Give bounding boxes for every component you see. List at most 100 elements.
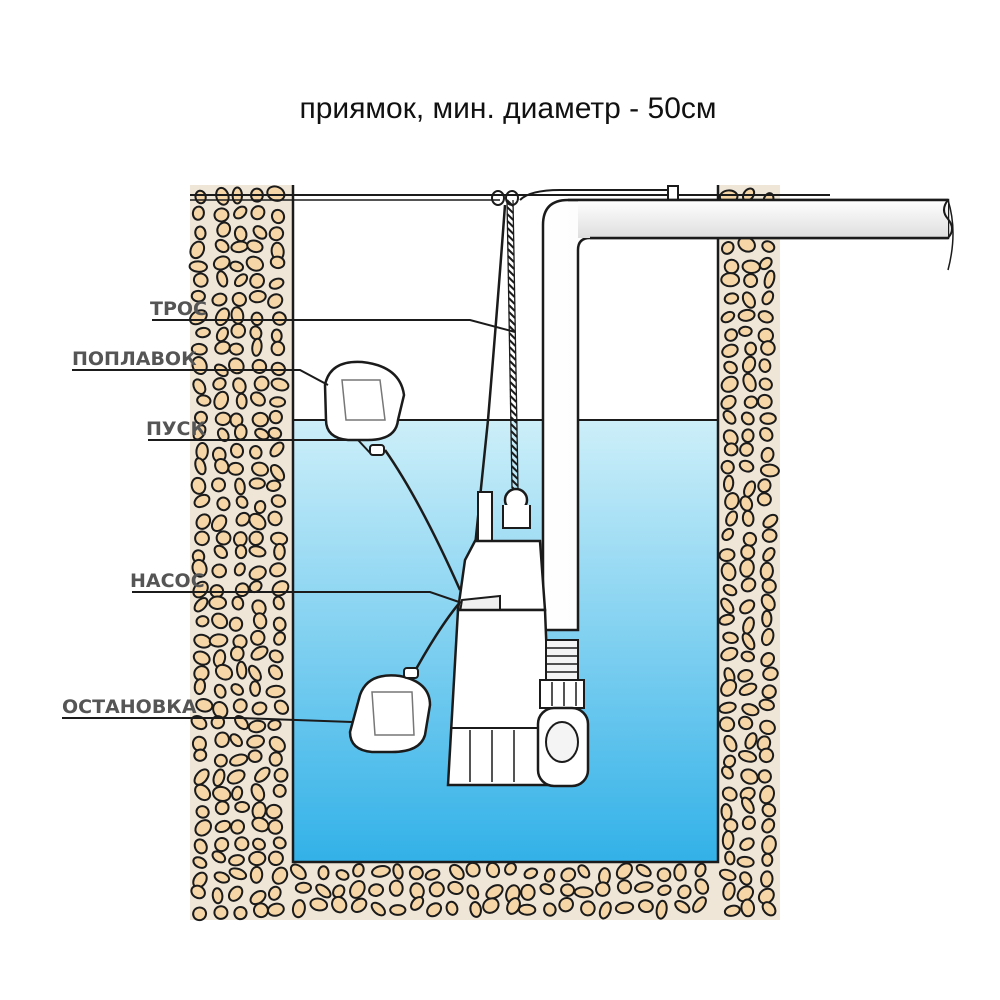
gravel-stone: [192, 272, 209, 288]
gravel-stone: [741, 428, 755, 443]
rope-twist: [508, 332, 517, 340]
gravel-stone: [208, 633, 229, 648]
gravel-stone: [692, 896, 707, 913]
gravel-stone: [723, 904, 741, 917]
gravel-stone: [761, 290, 775, 306]
gravel-stone: [267, 719, 282, 731]
gravel-stone: [523, 867, 539, 880]
gravel-stone: [245, 255, 265, 272]
gravel-stone: [233, 205, 248, 220]
gravel-stone: [191, 205, 205, 221]
gravel-stone: [720, 646, 739, 662]
gravel-stone: [212, 785, 232, 803]
gravel-stone: [214, 663, 234, 681]
gravel-stone: [213, 390, 230, 411]
gravel-stone: [211, 563, 228, 579]
gravel-stone: [744, 732, 758, 750]
gravel-stone: [248, 530, 264, 546]
gravel-stone: [737, 715, 754, 731]
gravel-stone: [761, 627, 775, 647]
gravel-stone: [195, 615, 210, 628]
leader-nasos: [132, 591, 463, 604]
gravel-stone: [466, 884, 480, 900]
gravel-stone: [193, 768, 210, 786]
gravel-stone: [192, 424, 207, 441]
rope-twist: [510, 451, 519, 459]
gravel-stone: [758, 358, 772, 373]
gravel-stone: [268, 736, 286, 753]
gravel-stone: [761, 852, 774, 867]
gravel-stone: [482, 897, 500, 914]
gravel-stone: [558, 896, 574, 913]
gravel-stone: [743, 395, 759, 409]
gravel-stone: [721, 829, 735, 850]
gravel-stone: [248, 477, 266, 490]
gravel-stone: [756, 492, 772, 507]
gravel-stone: [214, 340, 231, 355]
rope-twist: [510, 465, 519, 473]
gravel-stone: [195, 513, 212, 530]
gravel-stone: [738, 750, 758, 763]
gravel-stone: [267, 293, 284, 309]
gravel-stone: [250, 311, 264, 327]
gravel-stone: [272, 783, 287, 798]
gravel-stone: [192, 856, 208, 869]
gravel-stone: [740, 577, 757, 593]
gravel-stone: [212, 255, 231, 271]
rope-twist: [510, 458, 519, 466]
gravel-stone: [741, 796, 755, 814]
gravel-stone: [761, 803, 777, 818]
gravel-stone: [720, 310, 736, 324]
gravel-stone: [718, 548, 736, 562]
label-pusk: ПУСК: [146, 418, 206, 440]
gravel-stone: [250, 783, 266, 802]
gravel-stone: [723, 442, 739, 457]
gravel-stone: [214, 819, 232, 834]
gravel-stone: [232, 377, 247, 395]
gravel-stone: [349, 880, 366, 899]
gravel-stone: [428, 881, 445, 898]
gravel-stone: [721, 343, 739, 358]
gravel-stone: [248, 512, 267, 531]
gravel-stone: [228, 867, 248, 881]
gravel-stone: [213, 544, 229, 560]
rope-twist: [508, 353, 517, 361]
rope-twist: [507, 241, 515, 249]
gravel-stone: [389, 904, 407, 916]
gravel-stone: [465, 861, 481, 878]
gravel-stones: [188, 185, 780, 922]
gravel-stone: [194, 783, 212, 802]
gravel-stone: [273, 542, 286, 561]
gravel-stone: [247, 664, 262, 682]
rope-twist: [511, 472, 519, 480]
gravel-stone: [759, 463, 780, 478]
gravel-stone: [761, 528, 778, 543]
gravel-stone: [674, 899, 691, 914]
gravel-stone: [249, 680, 262, 697]
rope-twist: [509, 381, 517, 389]
gravel-stone: [213, 871, 231, 884]
gravel-stone: [368, 883, 385, 897]
gravel-stone: [216, 496, 231, 512]
gravel-stone: [449, 863, 465, 881]
gravel-stone: [194, 530, 210, 547]
gravel-stone: [254, 427, 270, 441]
gravel-stone: [193, 493, 211, 509]
gravel-stone: [249, 391, 266, 407]
rope-twist: [506, 234, 515, 242]
rope-twist: [508, 339, 517, 347]
rope-sides: [506, 199, 519, 489]
rope-twist: [509, 360, 517, 368]
rope-twist: [507, 248, 515, 256]
rope-twist: [507, 276, 516, 284]
gravel-stone: [265, 803, 283, 820]
rope-twist: [510, 430, 518, 438]
gravel-stone: [739, 442, 754, 457]
gravel-stone: [190, 342, 208, 356]
gravel-stone: [268, 751, 283, 767]
rope-twist: [507, 262, 515, 270]
gravel-stone: [758, 377, 773, 391]
gravel-stone: [657, 884, 672, 896]
gravel-stone: [252, 902, 269, 919]
gravel-stone: [635, 863, 652, 878]
